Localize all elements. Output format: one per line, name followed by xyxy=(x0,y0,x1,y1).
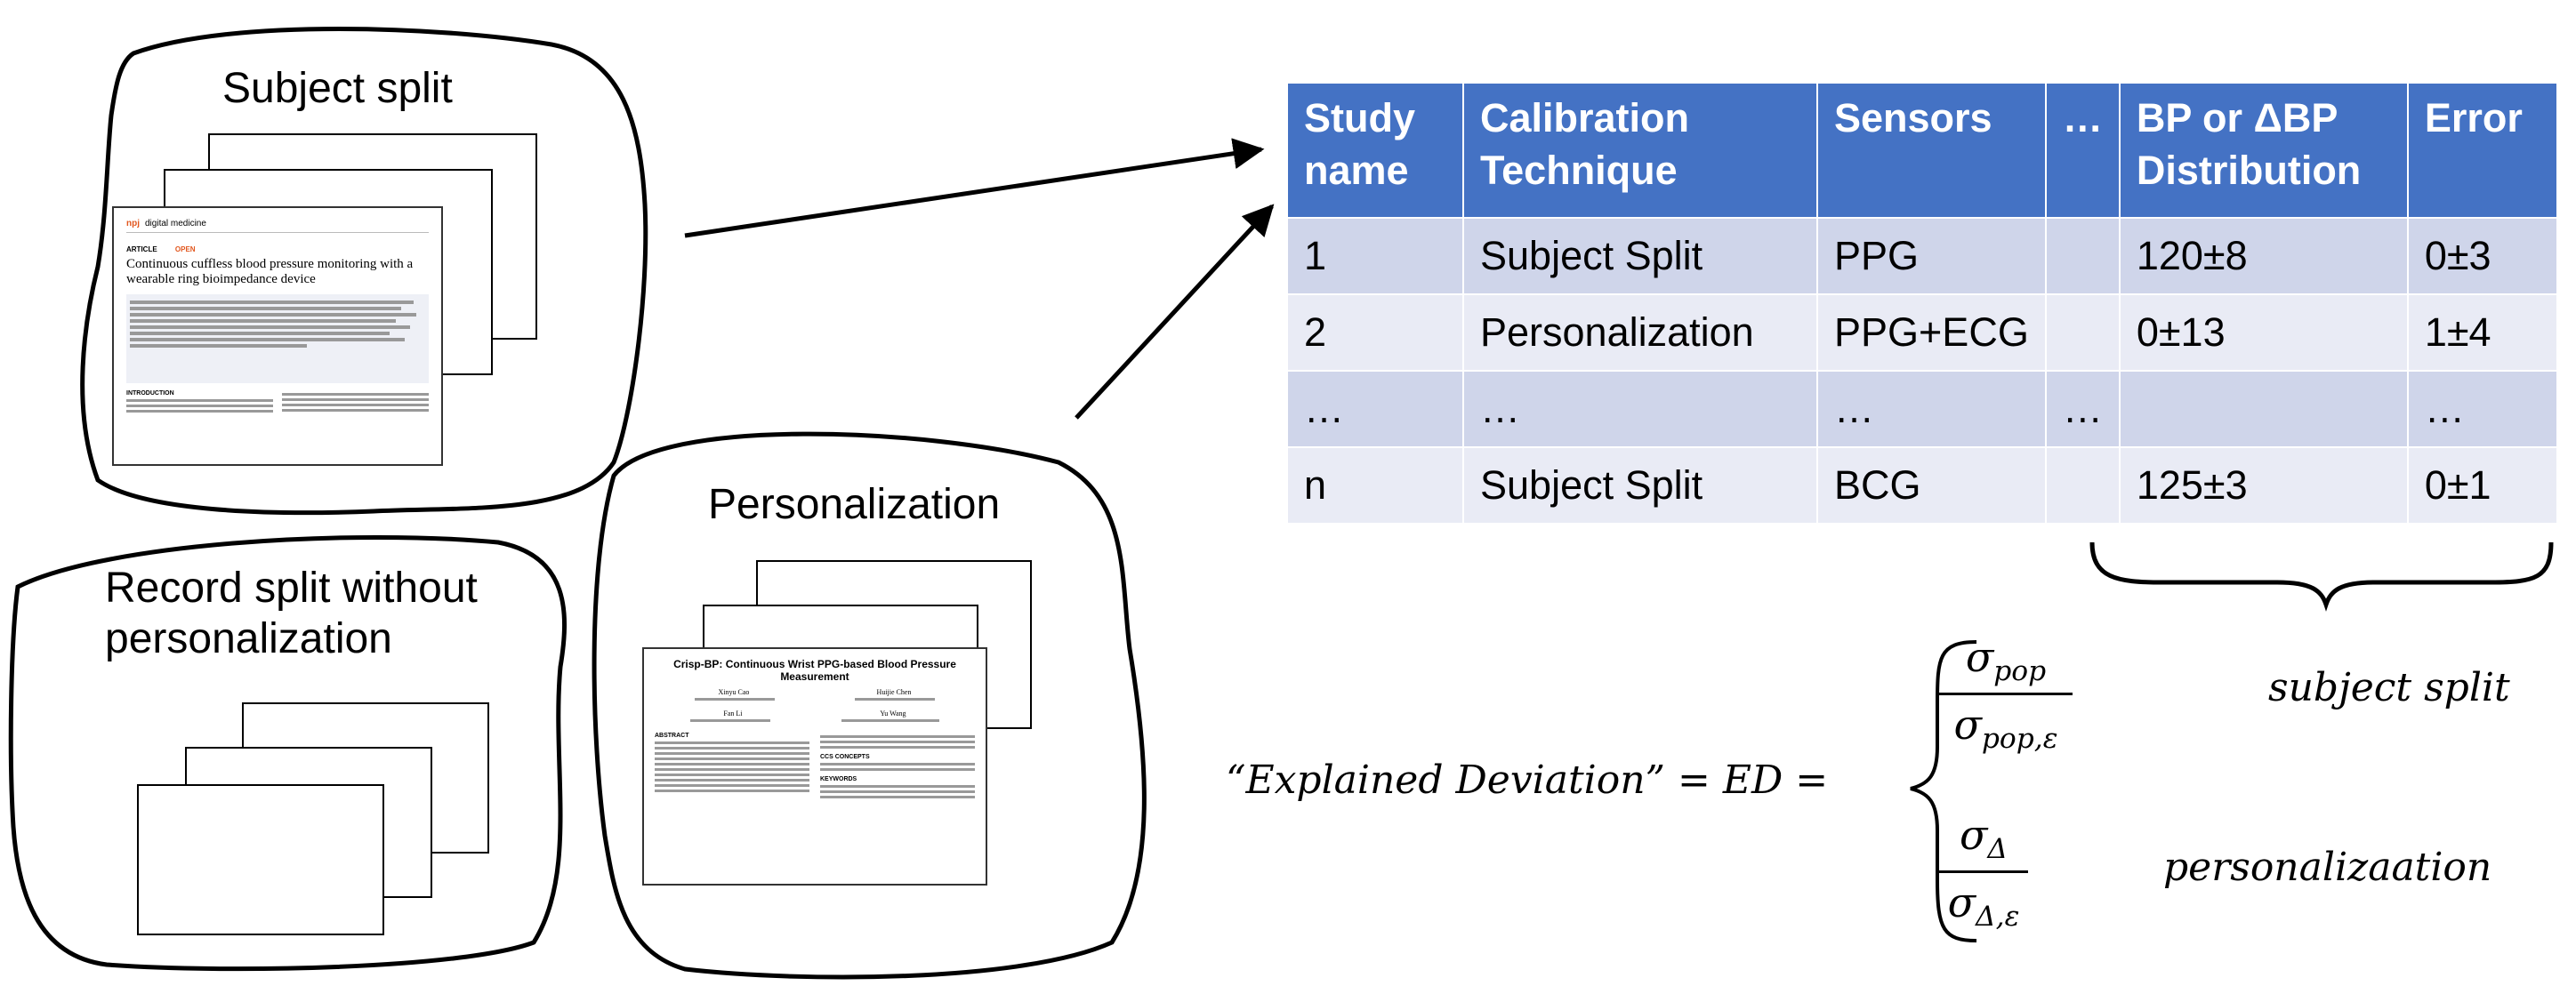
table-row: n Subject Split BCG 125±3 0±1 xyxy=(1286,446,2558,525)
table-cell: Subject Split xyxy=(1462,446,1818,525)
case1-label: subject split xyxy=(2268,665,2510,710)
paper2-keywords: KEYWORDS xyxy=(820,776,857,782)
record-split-blob xyxy=(8,534,568,972)
header-error: Error xyxy=(2406,82,2558,219)
table-cell: 1±4 xyxy=(2406,293,2558,372)
table-cell: … xyxy=(1286,370,1464,448)
table-cell xyxy=(2044,217,2121,295)
case2-numerator: σ xyxy=(1960,811,1988,859)
paper2-author1: Xinyu Cao xyxy=(718,688,750,696)
formula-case1-fraction: σpop σpop,ε xyxy=(1939,633,2073,755)
personalization-blob xyxy=(592,431,1147,980)
case2-denominator-sub: Δ,ε xyxy=(1976,901,2020,934)
table-cell: PPG+ECG xyxy=(1816,293,2047,372)
paper-front-subject-split: npj digital medicine ARTICLE OPEN Contin… xyxy=(112,206,443,466)
table-cell: … xyxy=(2044,370,2121,448)
table-cell: n xyxy=(1286,446,1464,525)
paper1-label: ARTICLE xyxy=(126,245,157,253)
paper1-journal: digital medicine xyxy=(145,219,206,228)
header-study-name: Study name xyxy=(1286,82,1464,219)
record-split-title: Record split without personalization xyxy=(105,564,478,664)
table-cell: PPG xyxy=(1816,217,2047,295)
header-ellipsis: … xyxy=(2044,82,2121,219)
table-brace xyxy=(2089,541,2554,612)
header-bp-distribution: BP or ΔBP Distribution xyxy=(2118,82,2409,219)
record-page-front xyxy=(137,784,384,935)
table-header-row: Study name Calibration Technique Sensors… xyxy=(1286,82,2558,219)
paper2-ccs: CCS CONCEPTS xyxy=(820,754,870,760)
table-row: 1 Subject Split PPG 120±8 0±3 xyxy=(1286,217,2558,295)
table-cell: 120±8 xyxy=(2118,217,2409,295)
paper1-open: OPEN xyxy=(174,245,196,253)
case1-numerator-sub: pop xyxy=(1993,655,2047,688)
case2-label: personalizaation xyxy=(2163,845,2492,890)
paper1-abstract-box xyxy=(126,294,429,383)
table-cell: 125±3 xyxy=(2118,446,2409,525)
paper2-author4: Yu Wang xyxy=(880,709,906,717)
table-row: … … … … … xyxy=(1286,370,2558,448)
table-cell: Personalization xyxy=(1462,293,1818,372)
header-calibration-technique: Calibration Technique xyxy=(1462,82,1818,219)
table-cell xyxy=(2044,446,2121,525)
case1-denominator: σ xyxy=(1953,701,1982,750)
table-cell: 0±3 xyxy=(2406,217,2558,295)
paper2-author2: Huijie Chen xyxy=(876,688,912,696)
formula-brace xyxy=(1910,640,1977,942)
table-cell: 2 xyxy=(1286,293,1464,372)
record-split-title-line1: Record split without xyxy=(105,565,478,612)
paper2-author3: Fan Li xyxy=(723,709,743,717)
table-cell: 1 xyxy=(1286,217,1464,295)
case1-numerator: σ xyxy=(1965,633,1994,681)
paper2-abstract: ABSTRACT xyxy=(655,733,689,739)
study-table: Study name Calibration Technique Sensors… xyxy=(1286,82,2558,525)
paper1-intro: INTRODUCTION xyxy=(126,390,174,397)
paper2-title: Crisp-BP: Continuous Wrist PPG-based Blo… xyxy=(673,658,956,683)
subject-split-title: Subject split xyxy=(222,65,453,112)
table-row: 2 Personalization PPG+ECG 0±13 1±4 xyxy=(1286,293,2558,372)
table-cell: BCG xyxy=(1816,446,2047,525)
case1-denominator-sub: pop,ε xyxy=(1981,723,2058,756)
table-cell: Subject Split xyxy=(1462,217,1818,295)
formula-lhs: “Explained Deviation” = ED = xyxy=(1226,758,1829,803)
arrow-personalization-to-table xyxy=(1075,204,1275,420)
record-split-title-line2: personalization xyxy=(105,614,392,662)
table-cell xyxy=(2118,370,2409,448)
paper-front-personalization: Crisp-BP: Continuous Wrist PPG-based Blo… xyxy=(642,647,987,886)
arrow-subject-to-table xyxy=(684,138,1265,238)
personalization-title: Personalization xyxy=(708,481,1001,528)
case2-numerator-sub: Δ xyxy=(1987,833,2008,866)
header-sensors: Sensors xyxy=(1816,82,2047,219)
table-cell: … xyxy=(1816,370,2047,448)
table-cell: … xyxy=(2406,370,2558,448)
table-cell: 0±1 xyxy=(2406,446,2558,525)
formula-case2-fraction: σΔ σΔ,ε xyxy=(1939,811,2028,933)
table-cell xyxy=(2044,293,2121,372)
subject-split-blob xyxy=(80,27,648,516)
paper1-title: Continuous cuffless blood pressure monit… xyxy=(126,257,414,286)
case2-denominator: σ xyxy=(1947,878,1976,927)
table-cell: … xyxy=(1462,370,1818,448)
table-cell: 0±13 xyxy=(2118,293,2409,372)
